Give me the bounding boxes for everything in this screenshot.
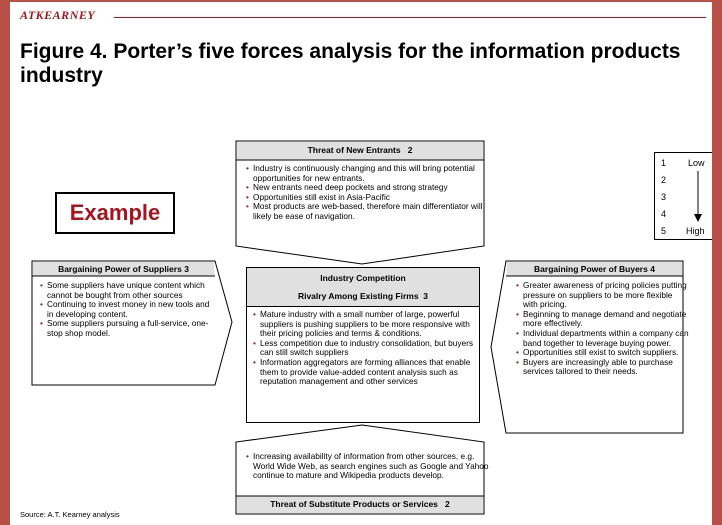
list-item: Greater awareness of pricing policies pu…	[516, 280, 689, 310]
competition-title: Industry Competition	[320, 273, 406, 283]
score-legend: 1 2 3 4 5 Low High	[654, 152, 712, 240]
suppliers-score: 3	[184, 264, 189, 274]
new-entrants-score: 2	[407, 145, 413, 155]
list-item: Beginning to manage demand and negotiate…	[516, 309, 689, 329]
legend-high-label: High	[686, 226, 705, 236]
list-item: Some suppliers have unique content which…	[40, 280, 215, 300]
list-item: Buyers are increasingly able to purchase…	[516, 357, 689, 377]
legend-number: 1	[661, 158, 667, 168]
company-logo: ATKEARNEY	[20, 8, 96, 22]
buyers-list: Greater awareness of pricing policies pu…	[510, 278, 694, 380]
substitutes-score: 2	[445, 499, 450, 509]
header-rule	[114, 17, 706, 18]
competition-list: Mature industry with a small number of l…	[247, 307, 479, 390]
slide: ATKEARNEY Figure 4. Porter’s five forces…	[10, 2, 712, 525]
list-item: Less competition due to industry consoli…	[253, 338, 474, 358]
competition-subtitle-row: Rivalry Among Existing Firms 3	[249, 290, 477, 302]
down-arrow-icon	[694, 171, 702, 222]
example-label: Example	[55, 192, 175, 234]
new-entrants-header: Threat of New Entrants 2	[237, 143, 483, 157]
legend-number: 3	[661, 192, 667, 202]
buyers-score: 4	[650, 264, 655, 274]
competition-subtitle: Rivalry Among Existing Firms	[297, 291, 419, 301]
left-header-fill	[33, 262, 214, 276]
list-item: Some suppliers pursuing a full-service, …	[40, 319, 215, 338]
legend-number: 2	[661, 175, 667, 185]
new-entrants-title: Threat of New Entrants	[307, 145, 401, 155]
list-item: Individual departments within a company …	[516, 328, 689, 348]
suppliers-title: Bargaining Power of Suppliers	[58, 264, 182, 274]
source-note: Source: A.T. Kearney analysis	[20, 510, 120, 519]
buyers-title: Bargaining Power of Buyers	[534, 264, 648, 274]
list-item: New entrants need deep pockets and stron…	[246, 183, 491, 193]
competition-box: Industry Competition Rivalry Among Exist…	[246, 267, 480, 423]
list-item: Increasing availability of information f…	[246, 451, 491, 481]
list-item: Continuing to invest money in new tools …	[40, 299, 215, 319]
list-item: Industry is continuously changing and th…	[246, 163, 491, 183]
right-header-fill	[507, 262, 682, 276]
substitutes-header: Threat of Substitute Products or Service…	[237, 497, 483, 512]
list-item: Mature industry with a small number of l…	[253, 309, 474, 339]
list-item: Opportunities still exist to switch supp…	[516, 348, 689, 358]
legend-number: 4	[661, 209, 667, 219]
list-item: Information aggregators are forming alli…	[253, 357, 474, 387]
top-header-fill	[237, 142, 483, 160]
page-title: Figure 4. Porter’s five forces analysis …	[20, 40, 681, 87]
legend-low-label: Low	[688, 158, 705, 168]
bottom-header-fill	[237, 496, 483, 513]
list-item: Opportunities still exist in Asia-Pacifi…	[246, 192, 491, 203]
substitutes-title: Threat of Substitute Products or Service…	[270, 499, 438, 509]
competition-header: Industry Competition Rivalry Among Exist…	[247, 268, 479, 306]
suppliers-list: Some suppliers have unique content which…	[34, 278, 220, 342]
buyers-header: Bargaining Power of Buyers 4	[507, 262, 682, 276]
legend-number: 5	[661, 226, 667, 236]
new-entrants-list: Industry is continuously changing and th…	[240, 161, 496, 225]
substitutes-list: Increasing availability of information f…	[240, 449, 496, 484]
suppliers-header: Bargaining Power of Suppliers 3	[33, 262, 214, 276]
competition-score: 3	[423, 291, 429, 301]
list-item: Most products are web-based, therefore m…	[246, 202, 491, 221]
